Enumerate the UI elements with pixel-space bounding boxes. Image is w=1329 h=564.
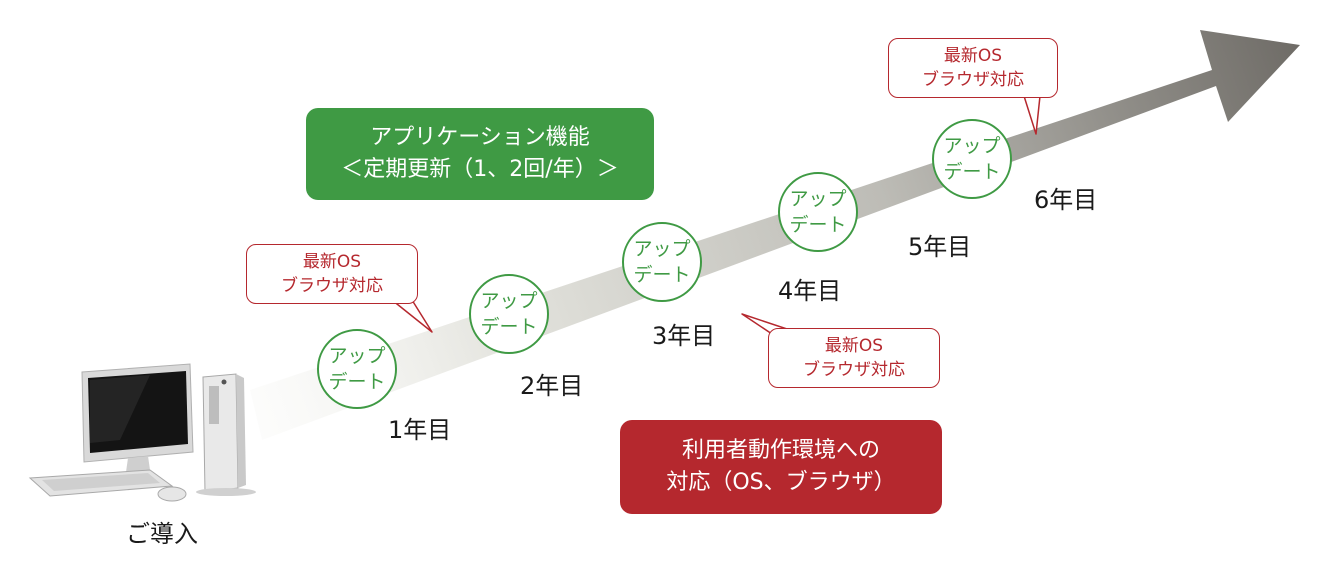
update-badge-line2: デート (943, 161, 1001, 183)
callout-line2: ブラウザ対応 (803, 360, 905, 380)
update-badge-line2: デート (789, 214, 847, 236)
update-badge-year-4: アップ デート (778, 172, 858, 252)
update-badge-year-5: アップ デート (932, 119, 1012, 199)
intro-label: ご導入 (126, 520, 198, 548)
update-badge-line2: デート (633, 264, 691, 286)
update-badge-line1: アップ (943, 135, 1001, 157)
year-label-3: 3年目 (652, 322, 716, 350)
year-label-4: 4年目 (778, 277, 842, 305)
update-badge-line2: デート (328, 371, 386, 393)
environment-banner-line1: 利用者動作環境への (681, 438, 880, 463)
feature-banner: アプリケーション機能 ＜定期更新（1、2回/年）＞ (306, 108, 654, 200)
year-label-6: 6年目 (1034, 186, 1098, 214)
update-badge-line2: デート (480, 316, 538, 338)
keyboard (28, 469, 174, 497)
desktop-computer-icon (28, 363, 256, 502)
callout-latest-os-2: 最新OS ブラウザ対応 (768, 328, 940, 388)
year-label-2: 2年目 (520, 372, 584, 400)
update-badge-year-2: アップ デート (469, 274, 549, 354)
feature-banner-line2: ＜定期更新（1、2回/年）＞ (341, 157, 619, 182)
feature-banner-line1: アプリケーション機能 (370, 125, 590, 150)
callout-tail-1 (391, 299, 433, 333)
callout-latest-os-3: 最新OS ブラウザ対応 (888, 38, 1058, 98)
year-label-5: 5年目 (908, 233, 972, 261)
update-badge-year-3: アップ デート (622, 222, 702, 302)
year-label-1: 1年目 (388, 416, 452, 444)
environment-banner-line2: 対応（OS、ブラウザ） (666, 470, 896, 495)
callout-line2: ブラウザ対応 (281, 276, 383, 296)
update-badge-line1: アップ (328, 345, 386, 367)
tower-unit (196, 373, 256, 496)
update-badge-line1: アップ (789, 188, 847, 210)
update-badge-line1: アップ (633, 238, 691, 260)
callout-line1: 最新OS (824, 336, 884, 356)
callout-tail-3 (1023, 95, 1041, 135)
callout-latest-os-1: 最新OS ブラウザ対応 (246, 244, 418, 304)
callout-line1: 最新OS (943, 46, 1003, 66)
callout-line1: 最新OS (302, 252, 362, 272)
callout-line2: ブラウザ対応 (922, 70, 1024, 90)
environment-banner: 利用者動作環境への 対応（OS、ブラウザ） (620, 420, 942, 514)
update-badge-year-1: アップ デート (317, 329, 397, 409)
monitor (81, 363, 194, 472)
mouse (157, 486, 187, 502)
update-badge-line1: アップ (480, 290, 538, 312)
